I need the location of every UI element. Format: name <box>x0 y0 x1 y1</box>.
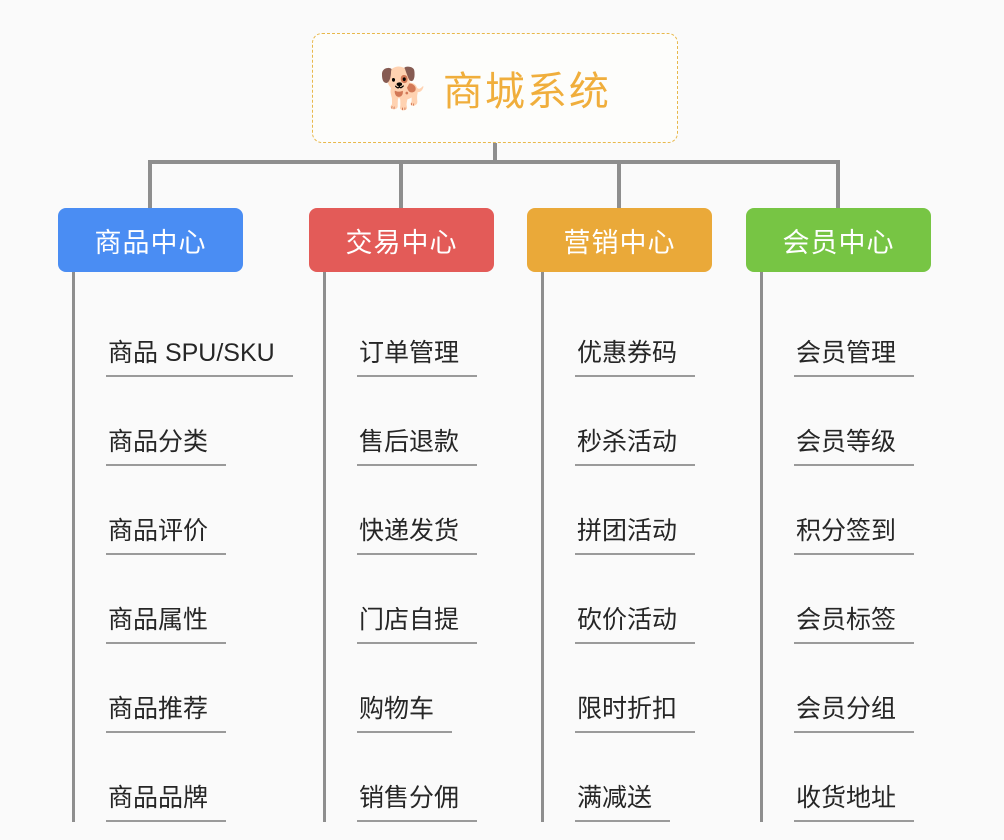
leaf-item[interactable]: 秒杀活动 <box>544 377 727 466</box>
branch-items-1: 商品 SPU/SKU 商品分类 商品评价 商品属性 商品推荐 商品品牌 <box>72 272 293 822</box>
leaf-item[interactable]: 拼团活动 <box>544 466 727 555</box>
branch-trade-center: 交易中心 订单管理 售后退款 快递发货 门店自提 购物车 销售分佣 <box>309 208 509 822</box>
leaf-item[interactable]: 收货地址 <box>763 733 946 822</box>
leaf-label: 优惠券码 <box>575 333 696 377</box>
leaf-item[interactable]: 售后退款 <box>326 377 509 466</box>
branch-header-3[interactable]: 营销中心 <box>527 208 712 272</box>
leaf-label: 秒杀活动 <box>575 422 696 466</box>
leaf-label: 购物车 <box>357 689 453 733</box>
connector-drop-2 <box>399 160 403 208</box>
leaf-item[interactable]: 会员等级 <box>763 377 946 466</box>
leaf-item[interactable]: 快递发货 <box>326 466 509 555</box>
leaf-label: 订单管理 <box>357 333 478 377</box>
connector-drop-1 <box>148 160 152 208</box>
connector-drop-3 <box>617 160 621 208</box>
leaf-label: 积分签到 <box>794 511 915 555</box>
leaf-label: 门店自提 <box>357 600 478 644</box>
leaf-item[interactable]: 商品品牌 <box>75 733 288 822</box>
leaf-item[interactable]: 商品推荐 <box>75 644 288 733</box>
branch-header-1[interactable]: 商品中心 <box>58 208 243 272</box>
leaf-item[interactable]: 满减送 <box>544 733 727 822</box>
leaf-item[interactable]: 商品属性 <box>75 555 288 644</box>
leaf-item[interactable]: 会员标签 <box>763 555 946 644</box>
shiba-dog-face-icon: 🐕 <box>379 67 429 111</box>
leaf-label: 收货地址 <box>794 778 915 822</box>
leaf-item[interactable]: 商品评价 <box>75 466 288 555</box>
branch-items-2: 订单管理 售后退款 快递发货 门店自提 购物车 销售分佣 <box>323 272 509 822</box>
leaf-label: 销售分佣 <box>357 778 478 822</box>
root-title: 商城系统 <box>442 70 611 114</box>
leaf-item[interactable]: 砍价活动 <box>544 555 727 644</box>
leaf-item[interactable]: 会员管理 <box>763 288 946 377</box>
root-node[interactable]: 🐕 商城系统 <box>312 33 678 143</box>
leaf-item[interactable]: 会员分组 <box>763 644 946 733</box>
leaf-item[interactable]: 商品分类 <box>75 377 288 466</box>
leaf-label: 商品评价 <box>106 511 227 555</box>
leaf-item[interactable]: 优惠券码 <box>544 288 727 377</box>
leaf-label: 商品分类 <box>106 422 227 466</box>
leaf-label: 会员标签 <box>794 600 915 644</box>
leaf-label: 会员管理 <box>794 333 915 377</box>
leaf-label: 会员等级 <box>794 422 915 466</box>
connector-drop-4 <box>836 160 840 208</box>
leaf-item[interactable]: 积分签到 <box>763 466 946 555</box>
branch-items-3: 优惠券码 秒杀活动 拼团活动 砍价活动 限时折扣 满减送 <box>541 272 727 822</box>
leaf-label: 会员分组 <box>794 689 915 733</box>
leaf-item[interactable]: 门店自提 <box>326 555 509 644</box>
leaf-label: 商品品牌 <box>106 778 227 822</box>
leaf-label: 拼团活动 <box>575 511 696 555</box>
leaf-label: 商品推荐 <box>106 689 227 733</box>
branch-header-4[interactable]: 会员中心 <box>746 208 931 272</box>
leaf-label: 砍价活动 <box>575 600 696 644</box>
leaf-label: 商品 SPU/SKU <box>106 333 293 377</box>
leaf-item[interactable]: 订单管理 <box>326 288 509 377</box>
branch-product-center: 商品中心 商品 SPU/SKU 商品分类 商品评价 商品属性 商品推荐 商品品牌 <box>58 208 293 822</box>
connector-horizontal-bus <box>148 160 840 164</box>
branch-header-2[interactable]: 交易中心 <box>309 208 494 272</box>
leaf-item[interactable]: 销售分佣 <box>326 733 509 822</box>
leaf-label: 满减送 <box>575 778 671 822</box>
leaf-label: 商品属性 <box>106 600 227 644</box>
leaf-item[interactable]: 购物车 <box>326 644 509 733</box>
branch-marketing-center: 营销中心 优惠券码 秒杀活动 拼团活动 砍价活动 限时折扣 满减送 <box>527 208 727 822</box>
leaf-label: 售后退款 <box>357 422 478 466</box>
leaf-item[interactable]: 限时折扣 <box>544 644 727 733</box>
branch-member-center: 会员中心 会员管理 会员等级 积分签到 会员标签 会员分组 收货地址 <box>746 208 946 822</box>
leaf-label: 限时折扣 <box>575 689 696 733</box>
leaf-item[interactable]: 商品 SPU/SKU <box>75 288 293 377</box>
leaf-label: 快递发货 <box>357 511 478 555</box>
connector-root-stem <box>493 143 497 164</box>
branch-items-4: 会员管理 会员等级 积分签到 会员标签 会员分组 收货地址 <box>760 272 946 822</box>
